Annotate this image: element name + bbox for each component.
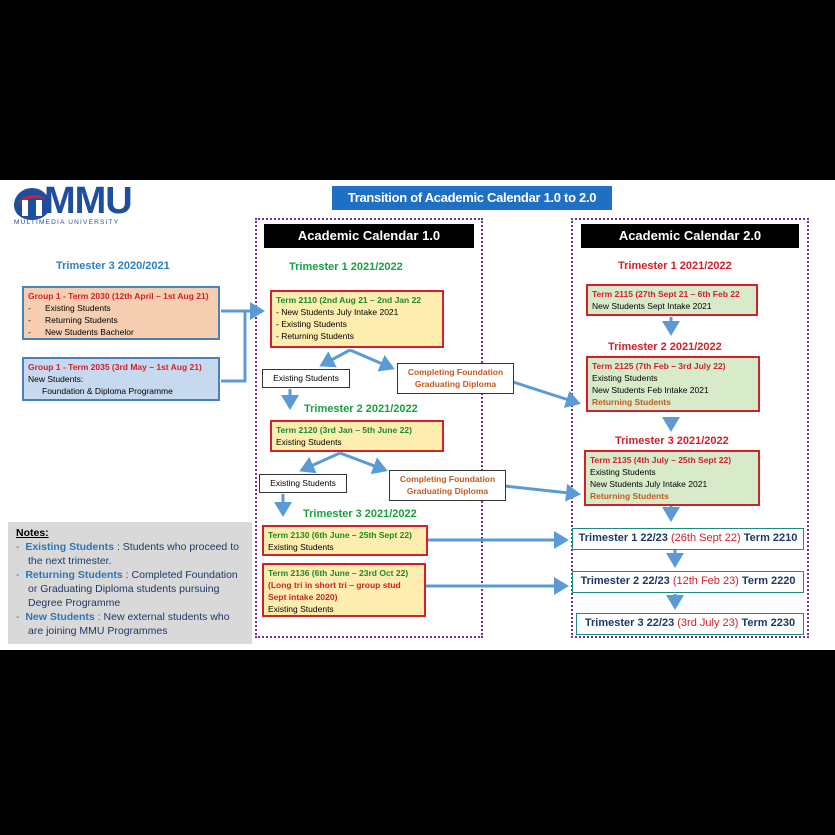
term-2136-note: (Long tri in short tri – group stud [268, 580, 401, 590]
group-2035-title: Group 1 - Term 2035 (3rd May – 1st Aug 2… [28, 362, 202, 372]
arrow-foundation2-to-2135 [504, 483, 581, 502]
term-2120-line: Existing Students [276, 437, 342, 447]
group-2035-line: New Students: [28, 374, 84, 384]
term-2135-line: New Students July Intake 2021 [590, 479, 708, 489]
left-trimester-heading: Trimester 3 2020/2021 [56, 260, 170, 272]
term-2110-line: - Existing Students [276, 319, 347, 329]
term-2115-box: Term 2115 (27th Sept 21 – 6th Feb 22 New… [586, 284, 758, 316]
cal1-tri2-heading: Trimester 2 2021/2022 [304, 403, 418, 415]
term-2125-line: Existing Students [592, 373, 658, 383]
group-2030-line: - New Students Bachelor [28, 327, 134, 337]
term-2110-box: Term 2110 (2nd Aug 21 – 2nd Jan 22 - New… [270, 290, 444, 348]
group-2030-title: Group 1 - Term 2030 (12th April – 1st Au… [28, 291, 209, 301]
term-2125-box: Term 2125 (7th Feb – 3rd July 22) Existi… [586, 356, 760, 412]
note-item: - New Students : New external students w… [16, 611, 230, 637]
term-2135-line: Existing Students [590, 467, 656, 477]
next-trimester-1-box: Trimester 1 22/23 (26th Sept 22) Term 22… [572, 528, 804, 550]
arrow-2110-to-existing1 [319, 348, 351, 368]
cal2-tri3-heading: Trimester 3 2021/2022 [615, 435, 729, 447]
notes-title: Notes: [16, 527, 49, 539]
group-2035-line: Foundation & Diploma Programme [42, 386, 173, 396]
term-2110-title: Term 2110 (2nd Aug 21 – 2nd Jan 22 [276, 295, 422, 305]
group-2030-line: - Returning Students [28, 315, 118, 325]
term-2110-line: - Returning Students [276, 331, 354, 341]
term-2120-title: Term 2120 (3rd Jan – 5th June 22) [276, 425, 412, 435]
existing-students-box-2: Existing Students [259, 474, 347, 493]
group-2030-line: - Existing Students [28, 303, 111, 313]
logo-subtitle: MULTIMEDIA UNIVERSITY [14, 219, 120, 226]
note-item: - Existing Students : Students who proce… [16, 541, 239, 567]
term-2135-title: Term 2135 (4th July – 25th Sept 22) [590, 455, 732, 465]
next-trimester-3-box: Trimester 3 22/23 (3rd July 23) Term 223… [576, 613, 804, 635]
term-2130-line: Existing Students [268, 542, 334, 552]
term-2136-box: Term 2136 (6th June – 23rd Oct 22) (Long… [262, 563, 426, 617]
logo-emblem-icon [14, 188, 50, 220]
term-2136-line: Existing Students [268, 604, 334, 614]
term-2125-returning: Returning Students [592, 397, 671, 407]
cal1-tri3-heading: Trimester 3 2021/2022 [303, 508, 417, 520]
cal1-tri1-heading: Trimester 1 2021/2022 [289, 261, 403, 273]
arrow-foundation1-to-2125 [512, 380, 581, 408]
page-title: Transition of Academic Calendar 1.0 to 2… [332, 186, 612, 210]
note-item: - Returning Students : Completed Foundat… [16, 569, 238, 609]
term-2136-note: Sept intake 2020) [268, 592, 338, 602]
term-2130-title: Term 2130 (6th June – 25th Sept 22) [268, 530, 412, 540]
cal2-tri2-heading: Trimester 2 2021/2022 [608, 341, 722, 353]
term-2110-line: - New Students July Intake 2021 [276, 307, 399, 317]
next-trimester-2-box: Trimester 2 22/23 (12th Feb 23) Term 222… [572, 571, 804, 593]
calendar2-heading: Academic Calendar 2.0 [581, 224, 799, 248]
term-2125-title: Term 2125 (7th Feb – 3rd July 22) [592, 361, 726, 371]
calendar2-frame [571, 218, 809, 638]
term-2115-title: Term 2115 (27th Sept 21 – 6th Feb 22 [592, 289, 740, 299]
flow-arrows [221, 302, 684, 610]
term-2136-title: Term 2136 (6th June – 23rd Oct 22) [268, 568, 409, 578]
term-2130-box: Term 2130 (6th June – 25th Sept 22) Exis… [262, 525, 428, 556]
slide: MMU MULTIMEDIA UNIVERSITY Transition of … [0, 180, 835, 650]
arrow-2120-to-foundation2 [339, 451, 388, 475]
term-2135-returning: Returning Students [590, 491, 669, 501]
term-2125-line: New Students Feb Intake 2021 [592, 385, 709, 395]
arrow-2035-connector [221, 311, 247, 383]
logo-text: MMU [44, 180, 133, 222]
arrow-2110-to-foundation1 [349, 348, 395, 372]
term-2135-box: Term 2135 (4th July – 25th Sept 22) Exis… [584, 450, 760, 506]
term-2115-line: New Students Sept Intake 2021 [592, 301, 712, 311]
arrow-2120-to-existing2 [299, 451, 341, 474]
calendar1-frame [255, 218, 483, 638]
term-2120-box: Term 2120 (3rd Jan – 5th June 22) Existi… [270, 420, 444, 452]
group-term-2030-box: Group 1 - Term 2030 (12th April – 1st Au… [22, 286, 220, 340]
mmu-logo: MMU MULTIMEDIA UNIVERSITY [12, 180, 147, 229]
cal2-tri1-heading: Trimester 1 2021/2022 [618, 260, 732, 272]
existing-students-box-1: Existing Students [262, 369, 350, 388]
group-term-2035-box: Group 1 - Term 2035 (3rd May – 1st Aug 2… [22, 357, 220, 401]
calendar1-heading: Academic Calendar 1.0 [264, 224, 474, 248]
notes-panel: Notes: - Existing Students : Students wh… [8, 522, 252, 644]
